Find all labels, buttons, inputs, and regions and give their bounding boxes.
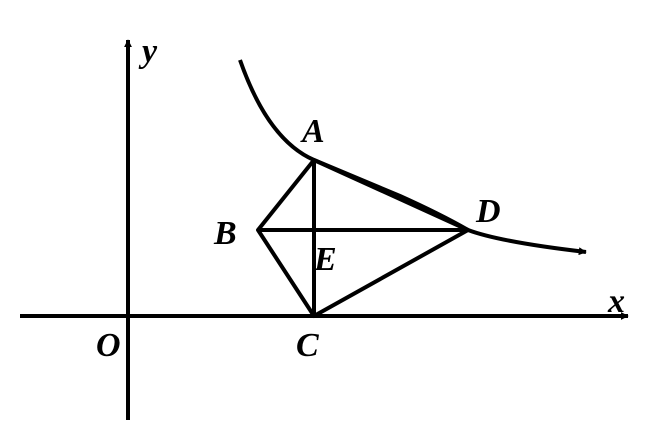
point-a-label: A	[300, 113, 325, 150]
point-b-label: B	[213, 215, 237, 252]
point-c-label: C	[296, 327, 319, 364]
y-axis-label: y	[138, 33, 158, 70]
x-axis-label: x	[607, 283, 625, 320]
point-e-label: E	[313, 241, 337, 278]
origin-label: O	[96, 327, 121, 364]
quadrilateral-abcd	[256, 158, 470, 318]
point-d-label: D	[475, 193, 501, 230]
curve	[238, 59, 587, 256]
